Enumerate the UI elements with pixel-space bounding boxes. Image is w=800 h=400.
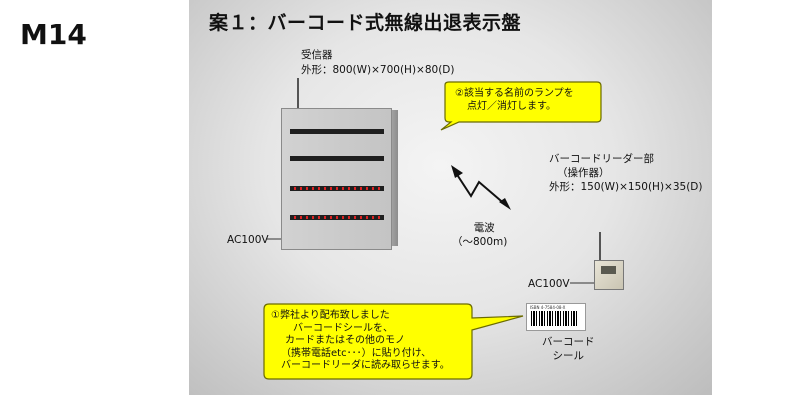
barcode-sticker: ISBN 4-7584-08-X (526, 303, 586, 331)
radio-wave-arrow-head (451, 165, 463, 178)
receiver-antenna (297, 78, 299, 110)
callout-card-line2: バーコードシールを、 (293, 322, 393, 334)
receiver-panel (281, 108, 392, 250)
reader-antenna (599, 232, 601, 261)
radio-label-block: 電波 （～800m) (452, 221, 507, 249)
barcode-reader-device (594, 260, 624, 290)
page-id: M14 (20, 18, 87, 51)
receiver-panel-side (390, 110, 398, 246)
display-strip (290, 186, 384, 191)
barcode-isbn: ISBN 4-7584-08-X (530, 305, 566, 310)
callout-lamp-bubble (440, 81, 602, 131)
callout-card-line4: （携帯電話etc･･･）に貼り付け、 (281, 347, 432, 359)
callout-lamp-line2: 点灯／消灯します。 (467, 100, 556, 112)
slide-title: 案１：バーコード式無線出退表示盤 (209, 12, 522, 34)
receiver-label: 受信器 (301, 49, 333, 61)
reader-sub: （操作器） (557, 167, 610, 179)
callout-card-line5: バーコードリーダに読み取らせます。 (281, 360, 450, 371)
radio-label: 電波 (473, 222, 495, 234)
reader-size: 外形：150(W)×150(H)×35(D) (549, 181, 703, 193)
barcode-bars (531, 311, 579, 326)
diagram-slide: 案１：バーコード式無線出退表示盤 受信器 外形：800(W)×700(H)×80… (189, 0, 712, 395)
barcode-label-line2: シール (552, 350, 585, 362)
receiver-size: 外形：800(W)×700(H)×80(D) (301, 64, 455, 76)
display-strip (290, 129, 384, 134)
reader-label-block: バーコードリーダー部 （操作器） 外形：150(W)×150(H)×35(D) (549, 152, 702, 194)
callout-card-text: ①弊社より配布致しました バーコードシールを、 カードまたはその他のモノ （携帯… (271, 310, 450, 373)
power-label-reader: AC100V (528, 278, 570, 290)
callout-lamp-line1: ②該当する名前のランプを (455, 88, 574, 99)
reader-label: バーコードリーダー部 (549, 153, 654, 165)
radio-wave-bolt (453, 169, 508, 207)
callout-card-line3: カードまたはその他のモノ (285, 335, 405, 346)
radio-wave-arrow-tail (499, 198, 511, 210)
power-label-receiver: AC100V (227, 234, 269, 246)
callout-card-bubble (263, 303, 524, 380)
reader-screen (601, 266, 616, 274)
callout-lamp-text: ②該当する名前のランプを 点灯／消灯します。 (455, 88, 574, 113)
barcode-label-line1: バーコード (542, 336, 595, 348)
display-strip (290, 215, 384, 220)
display-strip (290, 156, 384, 161)
callout-card-line1: ①弊社より配布致しました (271, 310, 390, 321)
radio-range: （～800m) (452, 236, 508, 248)
diagram-lines (263, 81, 602, 380)
barcode-sticker-label: バーコード シール (542, 335, 595, 363)
